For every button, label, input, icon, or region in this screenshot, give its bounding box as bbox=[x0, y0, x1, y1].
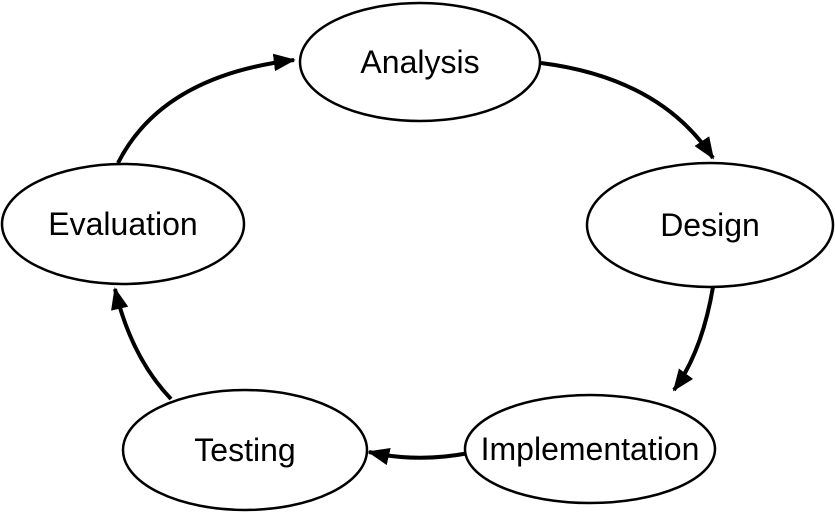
node-testing-label: Testing bbox=[194, 432, 295, 468]
node-evaluation: Evaluation bbox=[0, 162, 246, 286]
edge-implementation-to-testing bbox=[367, 447, 470, 466]
node-testing-shape bbox=[121, 388, 369, 512]
node-design-shape bbox=[585, 161, 835, 289]
node-testing: Testing bbox=[121, 388, 369, 512]
node-implementation-label: Implementation bbox=[481, 431, 700, 467]
node-design: Design bbox=[585, 161, 835, 289]
node-implementation: Implementation bbox=[463, 393, 717, 505]
node-evaluation-shape bbox=[0, 162, 246, 286]
node-analysis-label: Analysis bbox=[360, 44, 479, 80]
node-evaluation-label: Evaluation bbox=[48, 206, 197, 242]
node-implementation-shape bbox=[463, 393, 717, 505]
node-design-label: Design bbox=[660, 207, 760, 243]
node-analysis: Analysis bbox=[298, 1, 542, 123]
edge-design-to-implementation bbox=[672, 286, 715, 392]
edge-testing-to-evaluation bbox=[111, 287, 173, 401]
node-analysis-shape bbox=[298, 1, 542, 123]
edge-evaluation-to-analysis bbox=[116, 53, 296, 164]
edge-analysis-to-design bbox=[540, 61, 715, 160]
